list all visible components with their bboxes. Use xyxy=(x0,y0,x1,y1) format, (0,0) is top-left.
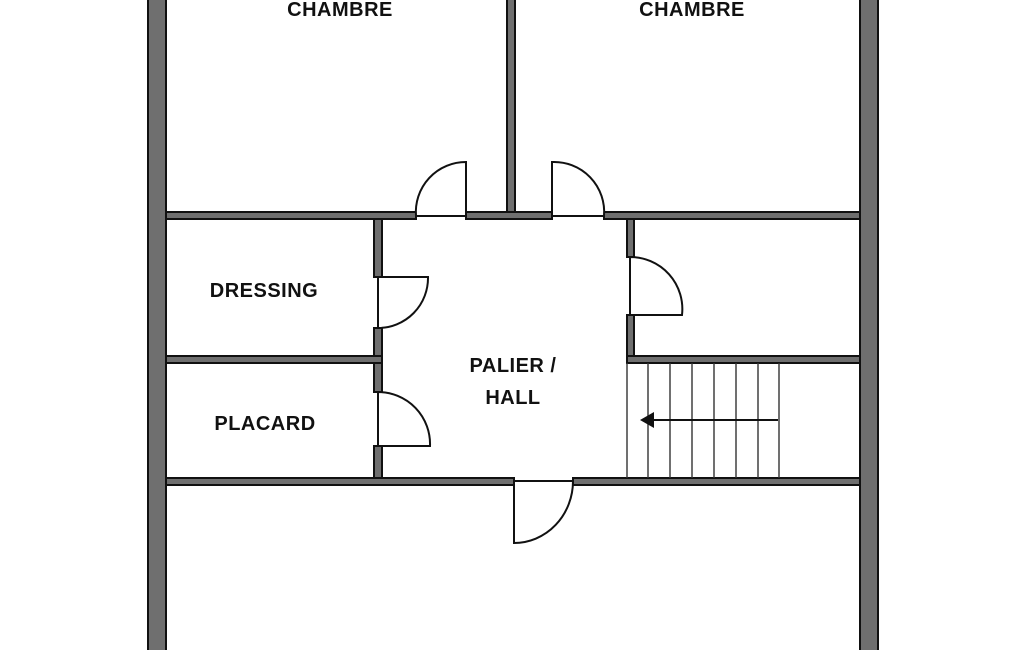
room-labels: CHAMBRE CHAMBRE DRESSING PLACARD PALIER … xyxy=(210,0,745,435)
wall-between-bedrooms xyxy=(506,0,516,215)
wall-dressing-right-upper xyxy=(373,218,383,278)
wall-bottom-left xyxy=(165,477,515,486)
doors xyxy=(377,160,684,545)
exterior-walls xyxy=(147,0,879,650)
door-bedroom-left xyxy=(414,160,467,217)
room-label-placard: PLACARD xyxy=(214,413,315,435)
wall-closet-left-upper xyxy=(626,218,635,258)
door-bottom-room xyxy=(513,480,575,545)
room-label-hall-line2: HALL xyxy=(485,387,540,409)
wall-placard-right-lower xyxy=(373,445,383,481)
wall-closet-bottom xyxy=(626,355,861,364)
door-dressing xyxy=(377,276,430,330)
room-label-bedroom-left: CHAMBRE xyxy=(287,0,393,21)
door-closet xyxy=(629,255,684,316)
wall-bottom-right xyxy=(572,477,861,486)
wall-bedroom-middle-bottom xyxy=(465,211,553,220)
room-label-bedroom-right: CHAMBRE xyxy=(639,0,745,21)
wall-closet-left-lower xyxy=(626,314,635,362)
room-label-hall-line1: PALIER / xyxy=(470,355,557,377)
room-label-dressing: DRESSING xyxy=(210,280,318,302)
door-bedroom-right xyxy=(551,160,606,217)
wall-bedroom-right-bottom xyxy=(603,211,861,220)
wall-dressing-placard xyxy=(165,355,383,364)
wall-bedroom-left-bottom xyxy=(165,211,417,220)
door-placard xyxy=(377,390,432,447)
staircase xyxy=(626,363,780,478)
stair-direction-arrow-head xyxy=(640,412,654,428)
exterior-wall-right xyxy=(859,0,879,650)
exterior-wall-left xyxy=(147,0,167,650)
